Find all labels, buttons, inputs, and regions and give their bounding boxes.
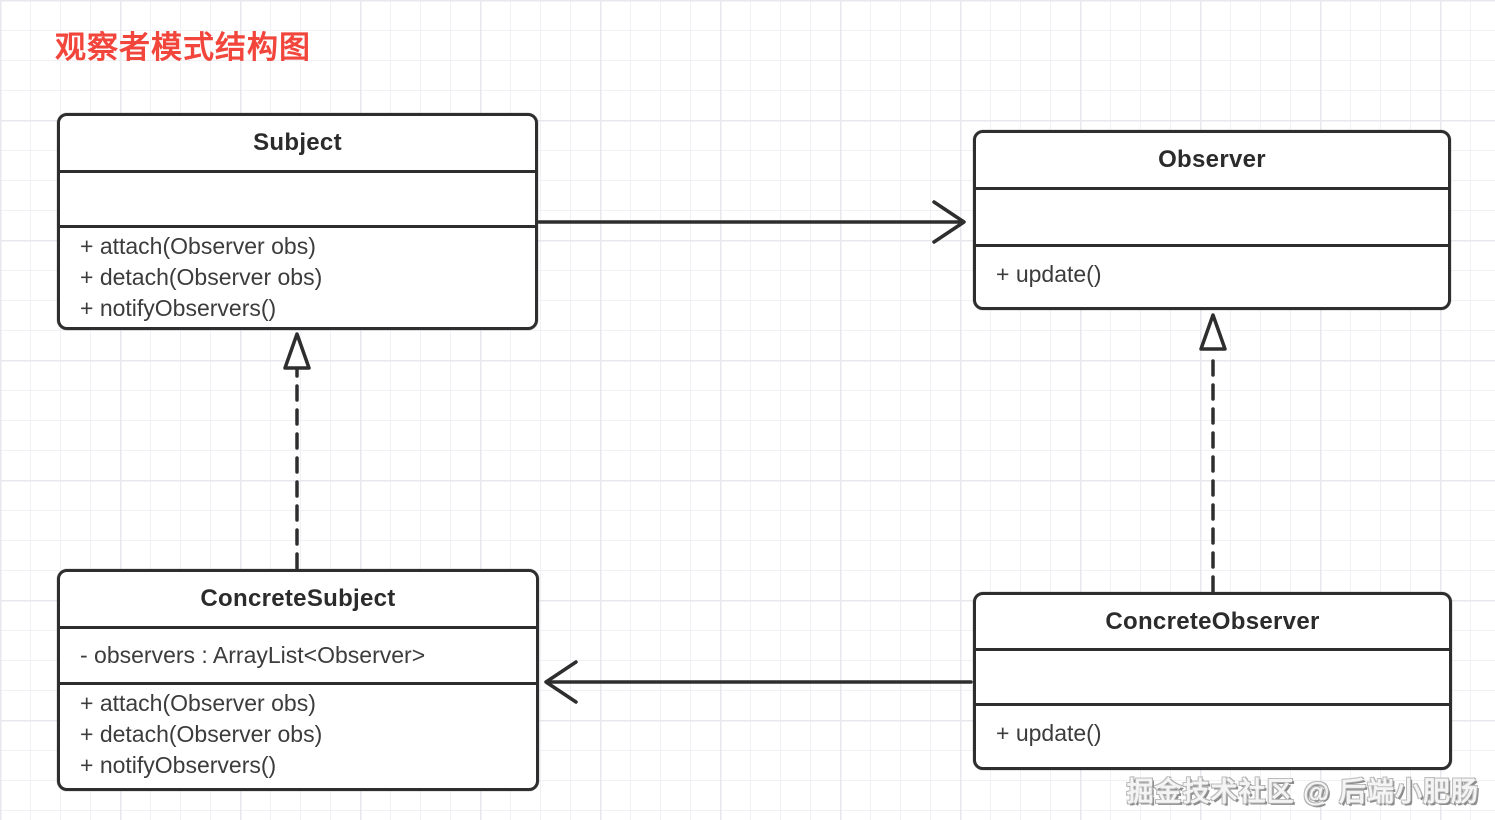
class-name-concrete-observer: ConcreteObserver [1105, 607, 1320, 635]
method-row: + notifyObservers() [80, 752, 277, 778]
association-arrow-subject-to-observer [537, 200, 966, 244]
class-attributes-subject [60, 170, 535, 225]
method-row: + update() [996, 720, 1102, 746]
class-attributes-concrete-observer [976, 648, 1449, 703]
class-box-concrete-observer: ConcreteObserver + update() [973, 592, 1452, 770]
watermark: 掘金技术社区 @ 后端小肥肠 [1126, 777, 1479, 807]
method-row: + notifyObservers() [80, 295, 277, 321]
class-name-observer: Observer [1158, 146, 1266, 173]
realization-arrow-concreteobserver-to-observer [1199, 313, 1227, 593]
class-methods-observer: + update() [976, 244, 1448, 307]
class-box-concrete-subject: ConcreteSubject - observers : ArrayList<… [57, 569, 539, 791]
realization-arrow-concretesubject-to-subject [283, 332, 311, 570]
method-row: + update() [996, 261, 1102, 287]
class-box-subject: Subject + attach(Observer obs) + detach(… [57, 113, 538, 330]
method-row: + detach(Observer obs) [80, 721, 323, 747]
page-title: 观察者模式结构图 [55, 30, 311, 65]
class-attributes-observer [976, 187, 1448, 244]
association-arrow-concreteobserver-to-concretesubject [544, 660, 973, 704]
class-methods-subject: + attach(Observer obs) + detach(Observer… [60, 225, 535, 327]
class-box-observer: Observer + update() [973, 130, 1451, 310]
method-row: + attach(Observer obs) [80, 233, 316, 259]
method-row: + attach(Observer obs) [80, 690, 316, 716]
class-attributes-concrete-subject: - observers : ArrayList<Observer> [60, 626, 536, 682]
class-methods-concrete-subject: + attach(Observer obs) + detach(Observer… [60, 682, 536, 788]
class-name-subject: Subject [253, 129, 342, 156]
class-name-concrete-subject: ConcreteSubject [200, 585, 396, 612]
class-methods-concrete-observer: + update() [976, 703, 1449, 767]
method-row: + detach(Observer obs) [80, 264, 323, 290]
